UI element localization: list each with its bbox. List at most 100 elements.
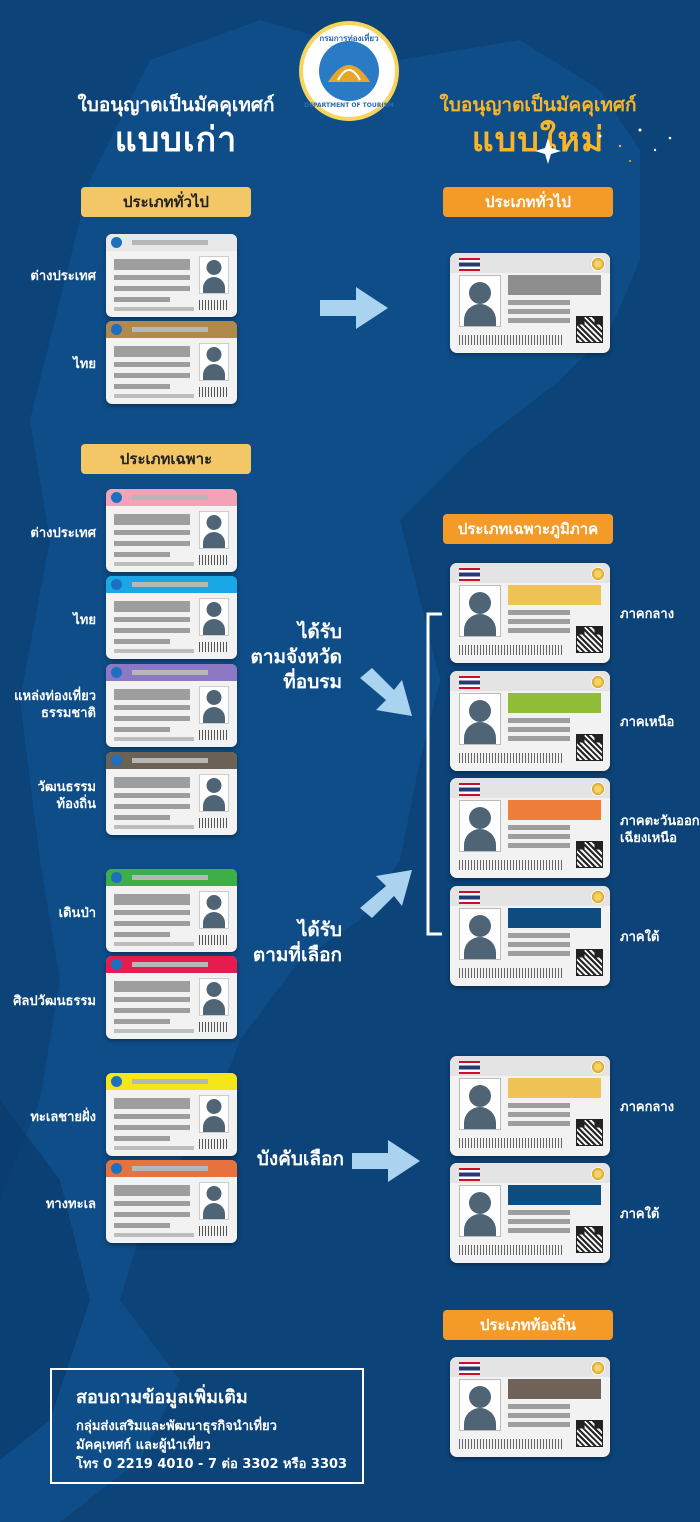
barcode-icon xyxy=(459,645,564,655)
card-dot-icon xyxy=(111,959,122,970)
label-line: ภาคตะวันออก xyxy=(620,814,700,829)
arrow-down-right-icon xyxy=(360,668,412,716)
old-license-card xyxy=(106,752,237,835)
barcode-icon xyxy=(199,642,229,652)
logo-thai-text: กรมการท่องเที่ยว xyxy=(319,34,379,43)
region-bracket xyxy=(426,612,442,936)
card-text-line xyxy=(114,932,170,937)
new-card-label: ภาคใต้ xyxy=(620,930,660,945)
card-photo xyxy=(199,343,229,381)
card-text-line xyxy=(114,362,190,367)
card-text-line xyxy=(114,793,190,798)
card-photo xyxy=(459,1379,501,1431)
card-text-line xyxy=(508,825,570,830)
card-text-line xyxy=(508,318,570,323)
card-text-line xyxy=(508,1210,570,1215)
card-category-bar xyxy=(508,800,601,820)
thai-flag-icon xyxy=(459,783,480,796)
new-heading-big: แบบใหม่ xyxy=(471,120,605,160)
contact-line: กลุ่มส่งเสริมและพัฒนาธุรกิจนำเที่ยว xyxy=(76,1419,277,1434)
card-text-line xyxy=(114,346,190,357)
arrow-right-icon xyxy=(352,1140,420,1182)
card-text-line xyxy=(114,1212,190,1217)
card-top-bar xyxy=(450,253,610,273)
card-header-line xyxy=(132,875,208,880)
person-head xyxy=(469,282,491,304)
person-body xyxy=(203,1203,225,1219)
person-body xyxy=(203,364,225,380)
person-body xyxy=(464,614,496,636)
barcode-icon xyxy=(199,387,229,397)
card-photo xyxy=(459,800,501,852)
old-license-card xyxy=(106,869,237,952)
card-text-line xyxy=(114,825,194,829)
person-head xyxy=(206,982,222,997)
new-local-pill: ประเภทท้องถิ่น xyxy=(443,1310,613,1340)
card-photo xyxy=(199,978,229,1016)
card-header-line xyxy=(132,582,208,587)
old-card-label: วัฒนธรรม ท้องถิ่น xyxy=(6,779,96,813)
qr-code-icon xyxy=(576,734,603,761)
person-body xyxy=(203,707,225,723)
card-text-line xyxy=(114,552,170,557)
label-line: ธรรมชาติ xyxy=(40,706,96,721)
card-dot-icon xyxy=(111,492,122,503)
card-text-line xyxy=(114,716,190,721)
old-license-card xyxy=(106,321,237,404)
card-photo xyxy=(459,275,501,327)
new-license-card xyxy=(450,253,610,353)
card-text-line xyxy=(114,628,190,633)
card-text-line xyxy=(114,1019,170,1024)
new-license-card xyxy=(450,1163,610,1263)
old-card-label: ต่างประเทศ xyxy=(30,269,96,284)
card-text-line xyxy=(114,1098,190,1109)
card-dot-icon xyxy=(111,755,122,766)
card-top-bar xyxy=(450,1056,610,1076)
card-text-line xyxy=(114,562,194,566)
card-text-line xyxy=(508,1103,570,1108)
department-of-tourism-seal-icon xyxy=(299,21,399,121)
old-card-label: ต่างประเทศ xyxy=(30,526,96,541)
qr-code-icon xyxy=(576,316,603,343)
person-body xyxy=(203,277,225,293)
card-text-line xyxy=(114,981,190,992)
card-text-line xyxy=(114,373,190,378)
card-text-line xyxy=(508,951,570,956)
person-head xyxy=(469,592,491,614)
person-body xyxy=(464,722,496,744)
text-line: ตามจังหวัด xyxy=(250,646,342,668)
label-line: วัฒนธรรม xyxy=(37,780,96,795)
barcode-icon xyxy=(459,968,564,978)
card-photo xyxy=(459,1185,501,1237)
card-text-line xyxy=(114,514,190,525)
person-body xyxy=(464,829,496,851)
barcode-icon xyxy=(199,555,229,565)
card-dot-icon xyxy=(111,1163,122,1174)
card-text-line xyxy=(508,1422,570,1427)
person-head xyxy=(206,602,222,617)
card-text-line xyxy=(508,718,570,723)
person-body xyxy=(464,937,496,959)
card-category-bar xyxy=(508,585,601,605)
card-category-bar xyxy=(508,1078,601,1098)
contact-phone[interactable]: โทร 0 2219 4010 - 7 ต่อ 3302 หรือ 3303 xyxy=(76,1457,348,1472)
new-license-card xyxy=(450,1357,610,1457)
barcode-icon xyxy=(459,335,564,345)
barcode-icon xyxy=(199,818,229,828)
card-category-bar xyxy=(508,1185,601,1205)
person-body xyxy=(203,1116,225,1132)
card-top-bar xyxy=(450,1357,610,1377)
card-text-line xyxy=(508,300,570,305)
card-text-line xyxy=(114,286,190,291)
emblem-icon xyxy=(591,567,605,581)
old-license-card xyxy=(106,956,237,1039)
barcode-icon xyxy=(459,860,564,870)
card-text-line xyxy=(114,1146,194,1150)
new-license-card xyxy=(450,1056,610,1156)
card-photo xyxy=(199,1095,229,1133)
person-head xyxy=(206,1099,222,1114)
new-card-label: ภาคเหนือ xyxy=(620,715,675,730)
emblem-icon xyxy=(591,782,605,796)
emblem-icon xyxy=(591,675,605,689)
text-line: ได้รับ xyxy=(297,919,342,941)
